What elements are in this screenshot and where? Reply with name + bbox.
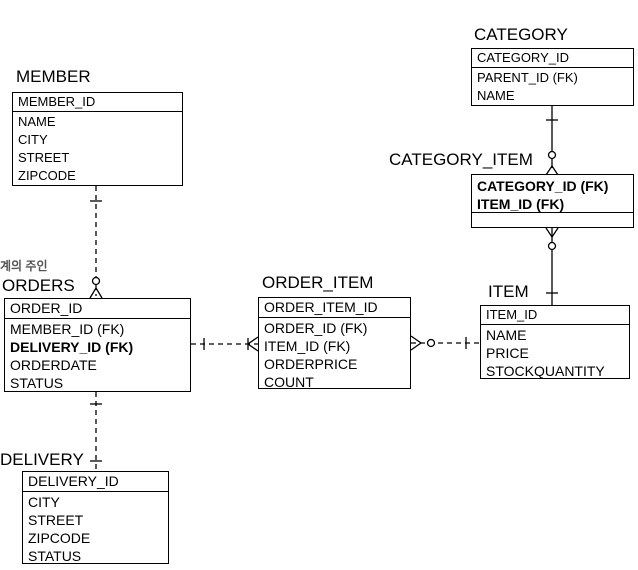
member-attr: CITY [18, 132, 48, 147]
order-item-title: ORDER_ITEM [262, 273, 374, 292]
member-entity[interactable]: MEMBER_ID NAME CITY STREET ZIPCODE [12, 92, 183, 186]
orders-attr: DELIVERY_ID (FK) [10, 339, 134, 355]
delivery-attr: STREET [28, 512, 84, 528]
delivery-attr: STATUS [28, 548, 82, 564]
orders-entity[interactable]: ORDER_ID MEMBER_ID (FK) DELIVERY_ID (FK)… [4, 298, 191, 392]
category-title: CATEGORY [474, 25, 568, 44]
orders-attr: STATUS [10, 375, 64, 391]
delivery-title: DELIVERY [0, 450, 84, 469]
delivery-attr: ZIPCODE [28, 530, 91, 546]
item-attr: NAME [486, 327, 527, 343]
item-entity[interactable]: ITEM_ID NAME PRICE STOCKQUANTITY [480, 305, 630, 379]
category-item-key: CATEGORY_ID (FK) [477, 178, 609, 194]
category-attr: NAME [477, 88, 515, 103]
orders-attr: MEMBER_ID (FK) [10, 321, 125, 337]
member-attr: ZIPCODE [18, 168, 76, 183]
annotation-text: 계의 주인 [0, 259, 48, 273]
orders-title: ORDERS [2, 276, 75, 295]
category-item-entity[interactable]: CATEGORY_ID (FK) ITEM_ID (FK) [471, 174, 634, 228]
member-pk: MEMBER_ID [13, 93, 182, 112]
order-item-attr: ITEM_ID (FK) [264, 338, 351, 354]
order-item-attr: ORDER_ID (FK) [264, 320, 368, 336]
order-item-attr: ORDERPRICE [264, 356, 358, 372]
item-pk: ITEM_ID [481, 306, 629, 325]
order-item-pk: ORDER_ITEM_ID [259, 298, 410, 318]
category-item-key: ITEM_ID (FK) [477, 196, 565, 212]
orders-attr: ORDERDATE [10, 357, 97, 373]
delivery-entity[interactable]: DELIVERY_ID CITY STREET ZIPCODE STATUS [22, 471, 169, 564]
category-item-keys: CATEGORY_ID (FK) ITEM_ID (FK) [472, 175, 633, 213]
item-attr: STOCKQUANTITY [486, 363, 605, 379]
delivery-pk: DELIVERY_ID [23, 472, 168, 492]
member-title: MEMBER [16, 67, 91, 86]
member-attr: STREET [18, 150, 70, 165]
order-item-attr: COUNT [264, 374, 314, 390]
category-pk: CATEGORY_ID [472, 49, 633, 68]
category-attr: PARENT_ID (FK) [477, 70, 578, 85]
orders-pk: ORDER_ID [5, 299, 190, 319]
item-title: ITEM [488, 282, 529, 301]
category-entity[interactable]: CATEGORY_ID PARENT_ID (FK) NAME [471, 48, 634, 106]
category-item-title: CATEGORY_ITEM [389, 150, 533, 169]
delivery-attr: CITY [28, 494, 60, 510]
member-attr: NAME [18, 114, 56, 129]
item-attr: PRICE [486, 345, 529, 361]
order-item-entity[interactable]: ORDER_ITEM_ID ORDER_ID (FK) ITEM_ID (FK)… [258, 297, 411, 390]
